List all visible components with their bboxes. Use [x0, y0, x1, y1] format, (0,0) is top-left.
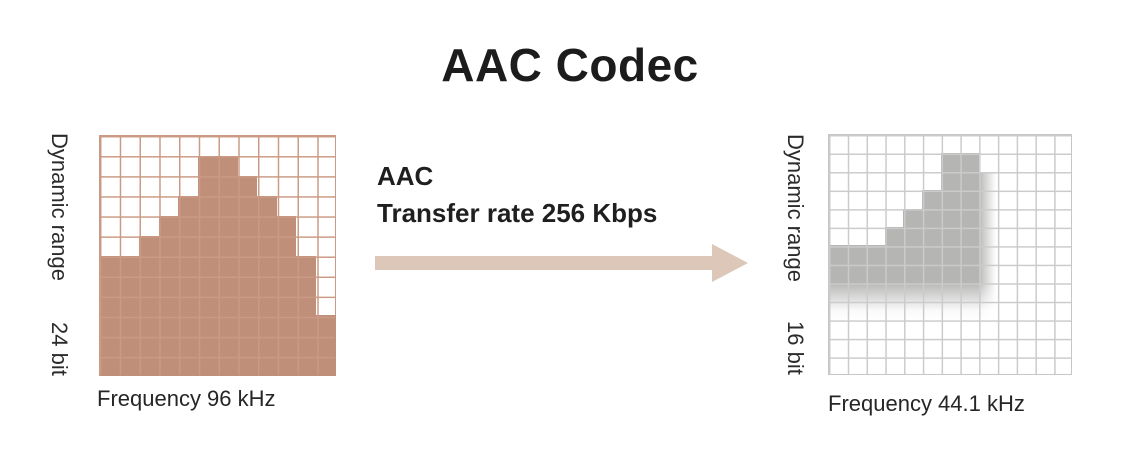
transfer-rate-label: Transfer rate 256 Kbps: [377, 198, 658, 228]
right-x-axis-label: Frequency 44.1 kHz: [828, 391, 1025, 416]
grid-fill-segment: [100, 255, 317, 277]
right-arrow-shaft: [375, 256, 713, 270]
grid-fill-segment: [922, 190, 979, 210]
left-y-axis-label: Dynamic range 24 bit: [42, 133, 72, 376]
grid-fill-segment: [197, 155, 238, 177]
grid-fill-segment: [178, 195, 277, 217]
grid-fill-segment: [100, 295, 317, 316]
grid-fill-segment: [100, 275, 317, 296]
grid-bottom-fade: [829, 282, 1071, 320]
left-y-axis-value: 24 bit: [47, 322, 72, 376]
right-arrow-head: [712, 244, 748, 282]
grid-fill-segment: [829, 245, 979, 265]
grid-fill-segment: [158, 215, 297, 237]
left-x-axis-label: Frequency 96 kHz: [97, 386, 276, 411]
grid-fill-segment: [829, 263, 979, 283]
grid-fill-segment: [100, 315, 336, 336]
grid-fill-segment: [884, 226, 979, 246]
grid-fill-segment: [903, 208, 979, 228]
right-y-axis-value: 16 bit: [783, 321, 808, 375]
right-y-axis-label: Dynamic range 16 bit: [778, 134, 808, 375]
right-y-axis-label-text: Dynamic range: [783, 134, 808, 282]
grid-fill-segment: [100, 335, 336, 356]
codec-name-label: AAC: [377, 161, 434, 191]
left-spectrum-grid: [99, 135, 336, 376]
grid-fill-segment: [940, 153, 979, 173]
grid-fill-segment: [100, 355, 336, 376]
right-spectrum-grid: [828, 134, 1072, 375]
left-y-axis-label-text: Dynamic range: [47, 133, 72, 281]
grid-fill-segment: [197, 175, 258, 197]
grid-fill-segment: [139, 235, 297, 257]
grid-fill-segment: [940, 171, 979, 191]
page-title: AAC Codec: [441, 39, 699, 91]
